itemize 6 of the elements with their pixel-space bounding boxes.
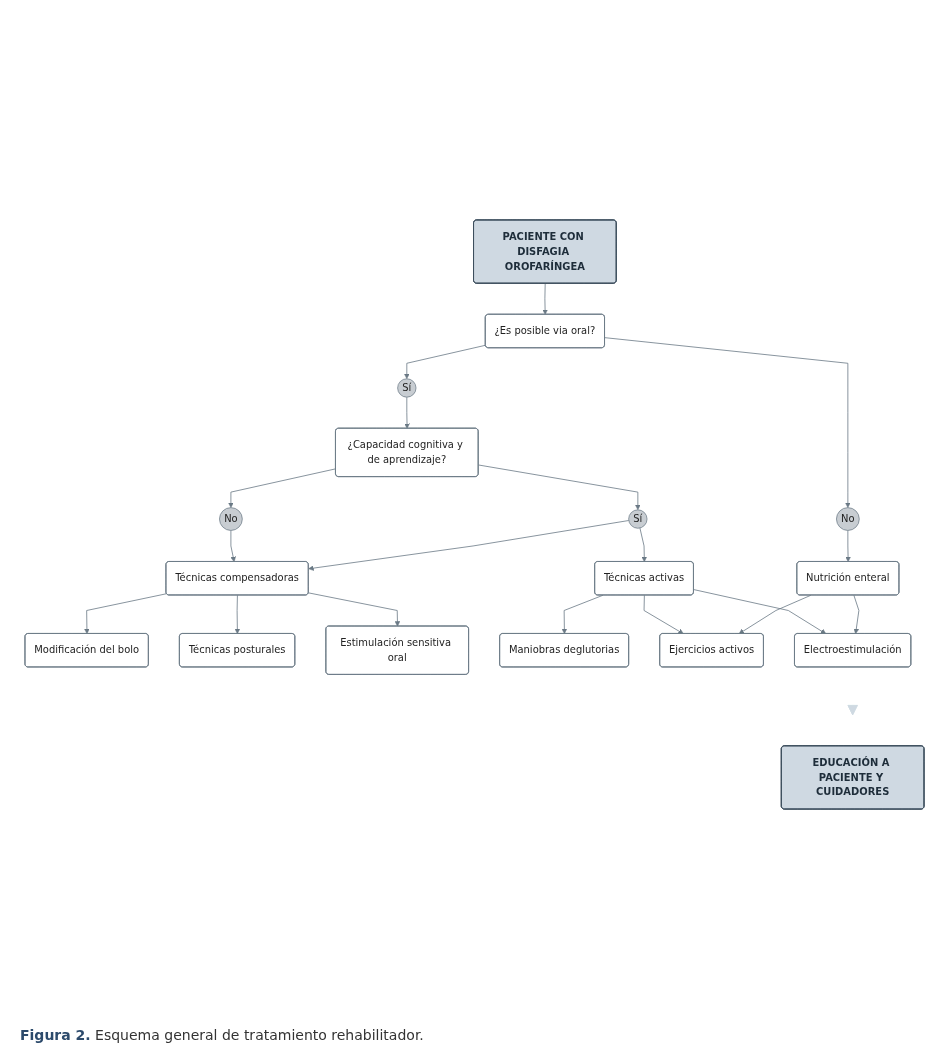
node-circle [628, 509, 648, 529]
figure-caption: Figura 2. Esquema general de tratamiento rehabilitador. [20, 1026, 425, 1045]
flowchart: PACIENTE CON DISFAGIA OROFARÍNGEA ¿Es posible via oral? Sí No Nutrición enteral ¿Capacidad cognitiva y de aprendizaje? No Sí Técnicas compensadoras Técnicas activas Modificación del bolo Técnicas posturales Estimulación sensitiva oral Maniobras deglutorias Ejercicios activos Electroestimulación EDUCACIÓN A PACIENTE Y CUIDADORES [20, 10, 929, 1019]
node-circle [219, 507, 243, 531]
node-circle [397, 378, 417, 398]
node-circle [836, 507, 860, 531]
